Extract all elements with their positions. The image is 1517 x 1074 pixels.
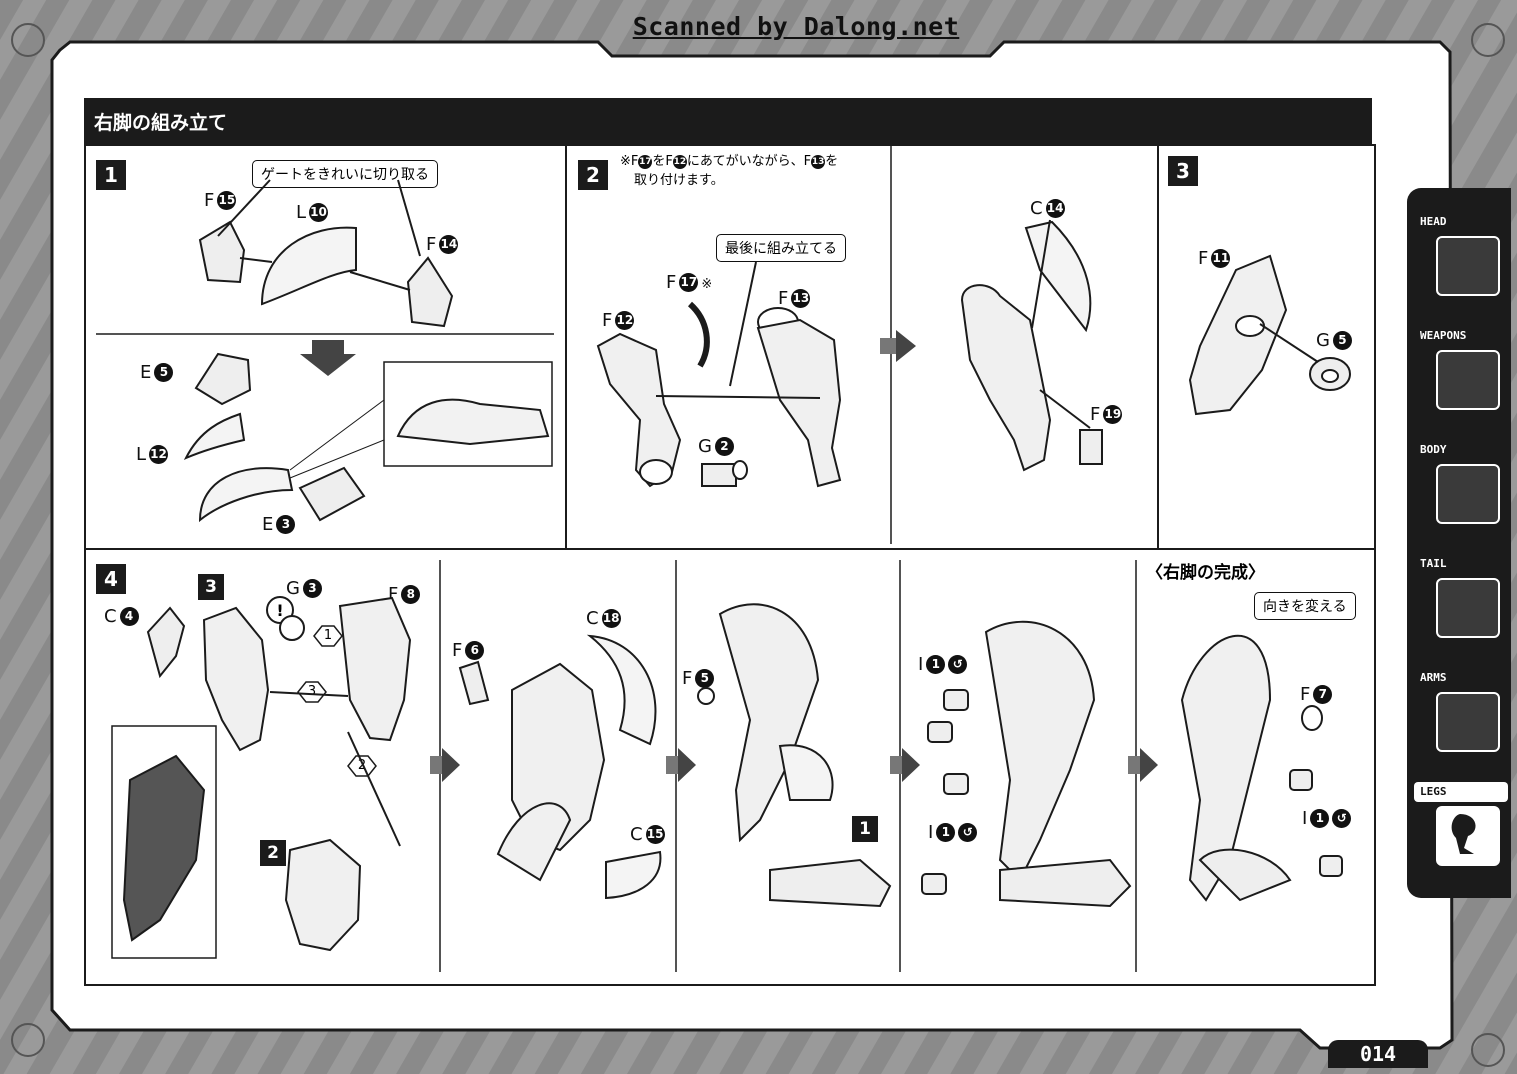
tab-tail-label: TAIL bbox=[1420, 557, 1447, 570]
svg-text:!: ! bbox=[276, 601, 283, 620]
legs-icon bbox=[1436, 806, 1500, 866]
step2-note: ※F17をF12にあてがいながら、F13を 取り付けます。 bbox=[620, 154, 839, 188]
ref-step-1-badge: 1 bbox=[852, 816, 878, 842]
tab-weapons-label: WEAPONS bbox=[1420, 329, 1467, 342]
complete-callout: 向きを変える bbox=[1254, 592, 1356, 620]
page-number: 014 bbox=[1328, 1040, 1428, 1068]
arms-icon bbox=[1436, 692, 1500, 752]
tab-legs[interactable]: LEGS bbox=[1414, 782, 1508, 868]
tab-body-label: BODY bbox=[1420, 443, 1447, 456]
weapons-icon bbox=[1436, 350, 1500, 410]
order-mark-1: 1 bbox=[323, 628, 333, 643]
tab-body[interactable]: BODY bbox=[1414, 440, 1504, 526]
step2-callout: 最後に組み立てる bbox=[716, 234, 846, 262]
section-title-bar bbox=[84, 98, 1372, 144]
step-1-badge: 1 bbox=[96, 160, 126, 190]
order-mark-2: 2 bbox=[357, 758, 367, 773]
complete-title: 〈右脚の完成〉 bbox=[1146, 563, 1265, 583]
tab-head[interactable]: HEAD bbox=[1414, 212, 1504, 298]
tab-arms[interactable]: ARMS bbox=[1414, 668, 1504, 754]
head-icon bbox=[1436, 236, 1500, 296]
tail-icon bbox=[1436, 578, 1500, 638]
section-title: 右脚の組み立て bbox=[94, 112, 228, 134]
step1-callout: ゲートをきれいに切り取る bbox=[252, 160, 438, 188]
ref-step-2-badge: 2 bbox=[260, 840, 286, 866]
step-4-badge: 4 bbox=[96, 564, 126, 594]
tab-tail[interactable]: TAIL bbox=[1414, 554, 1504, 640]
order-mark-3: 3 bbox=[307, 684, 317, 699]
step2-next-arrow bbox=[880, 330, 916, 362]
scanner-watermark: Scanned by Dalong.net bbox=[632, 12, 960, 41]
tab-head-label: HEAD bbox=[1420, 215, 1447, 228]
tab-weapons[interactable]: WEAPONS bbox=[1414, 326, 1504, 412]
step-2-badge: 2 bbox=[578, 160, 608, 190]
step-3-badge: 3 bbox=[1168, 156, 1198, 186]
body-icon bbox=[1436, 464, 1500, 524]
tab-legs-label: LEGS bbox=[1414, 782, 1508, 802]
ref-step-3-badge: 3 bbox=[198, 574, 224, 600]
tab-arms-label: ARMS bbox=[1420, 671, 1447, 684]
section-sidebar bbox=[1407, 188, 1511, 898]
